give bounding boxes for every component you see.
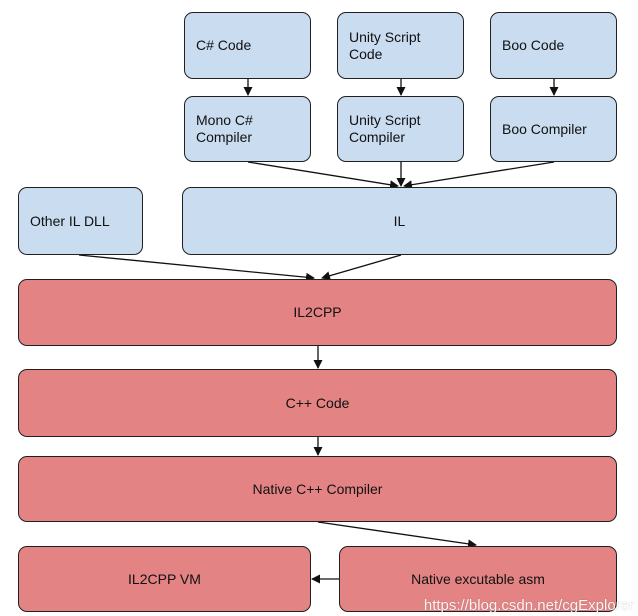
node-label: Other IL DLL	[30, 212, 110, 229]
watermark-text: https://blog.csdn.net/cgExplorer	[423, 597, 634, 614]
arrow-other-il-dll-to-il2cpp	[78, 254, 315, 282]
node-label: Unity Script Compiler	[349, 112, 421, 145]
node-unity-script-compiler: Unity Script Compiler	[337, 96, 464, 162]
arrow-mono-compiler-to-il	[247, 161, 399, 190]
arrow-native-compiler-to-executable	[317, 521, 477, 549]
node-il2cpp-vm: IL2CPP VM	[18, 546, 311, 612]
node-label: C++ Code	[285, 394, 350, 411]
node-label: Boo Compiler	[502, 120, 587, 137]
node-native-executable-asm: Native excutable asm	[339, 546, 617, 612]
node-native-cpp-compiler: Native C++ Compiler	[18, 456, 617, 522]
node-other-il-dll: Other IL DLL	[18, 187, 143, 255]
node-il: IL	[182, 187, 617, 255]
node-label: IL2CPP VM	[128, 570, 201, 587]
node-label: IL2CPP	[293, 304, 342, 320]
arrow-il-to-il2cpp	[321, 254, 402, 281]
node-cpp-code: C++ Code	[18, 369, 617, 437]
node-label: Native C++ Compiler	[252, 480, 383, 497]
node-boo-code: Boo Code	[490, 12, 617, 79]
node-label: Boo Code	[502, 37, 565, 53]
node-label: C# Code	[196, 37, 252, 53]
node-mono-csharp-compiler: Mono C# Compiler	[184, 96, 311, 162]
node-label: Mono C# Compiler	[196, 112, 253, 145]
node-il2cpp: IL2CPP	[18, 279, 617, 346]
node-label: Native excutable asm	[411, 570, 545, 587]
node-csharp-code: C# Code	[184, 12, 311, 79]
node-boo-compiler: Boo Compiler	[490, 96, 617, 162]
node-label: IL	[393, 212, 406, 229]
arrow-boo-compiler-to-il	[403, 161, 555, 190]
node-label: Unity Script Code	[349, 28, 421, 62]
node-unity-script-code: Unity Script Code	[337, 12, 464, 79]
